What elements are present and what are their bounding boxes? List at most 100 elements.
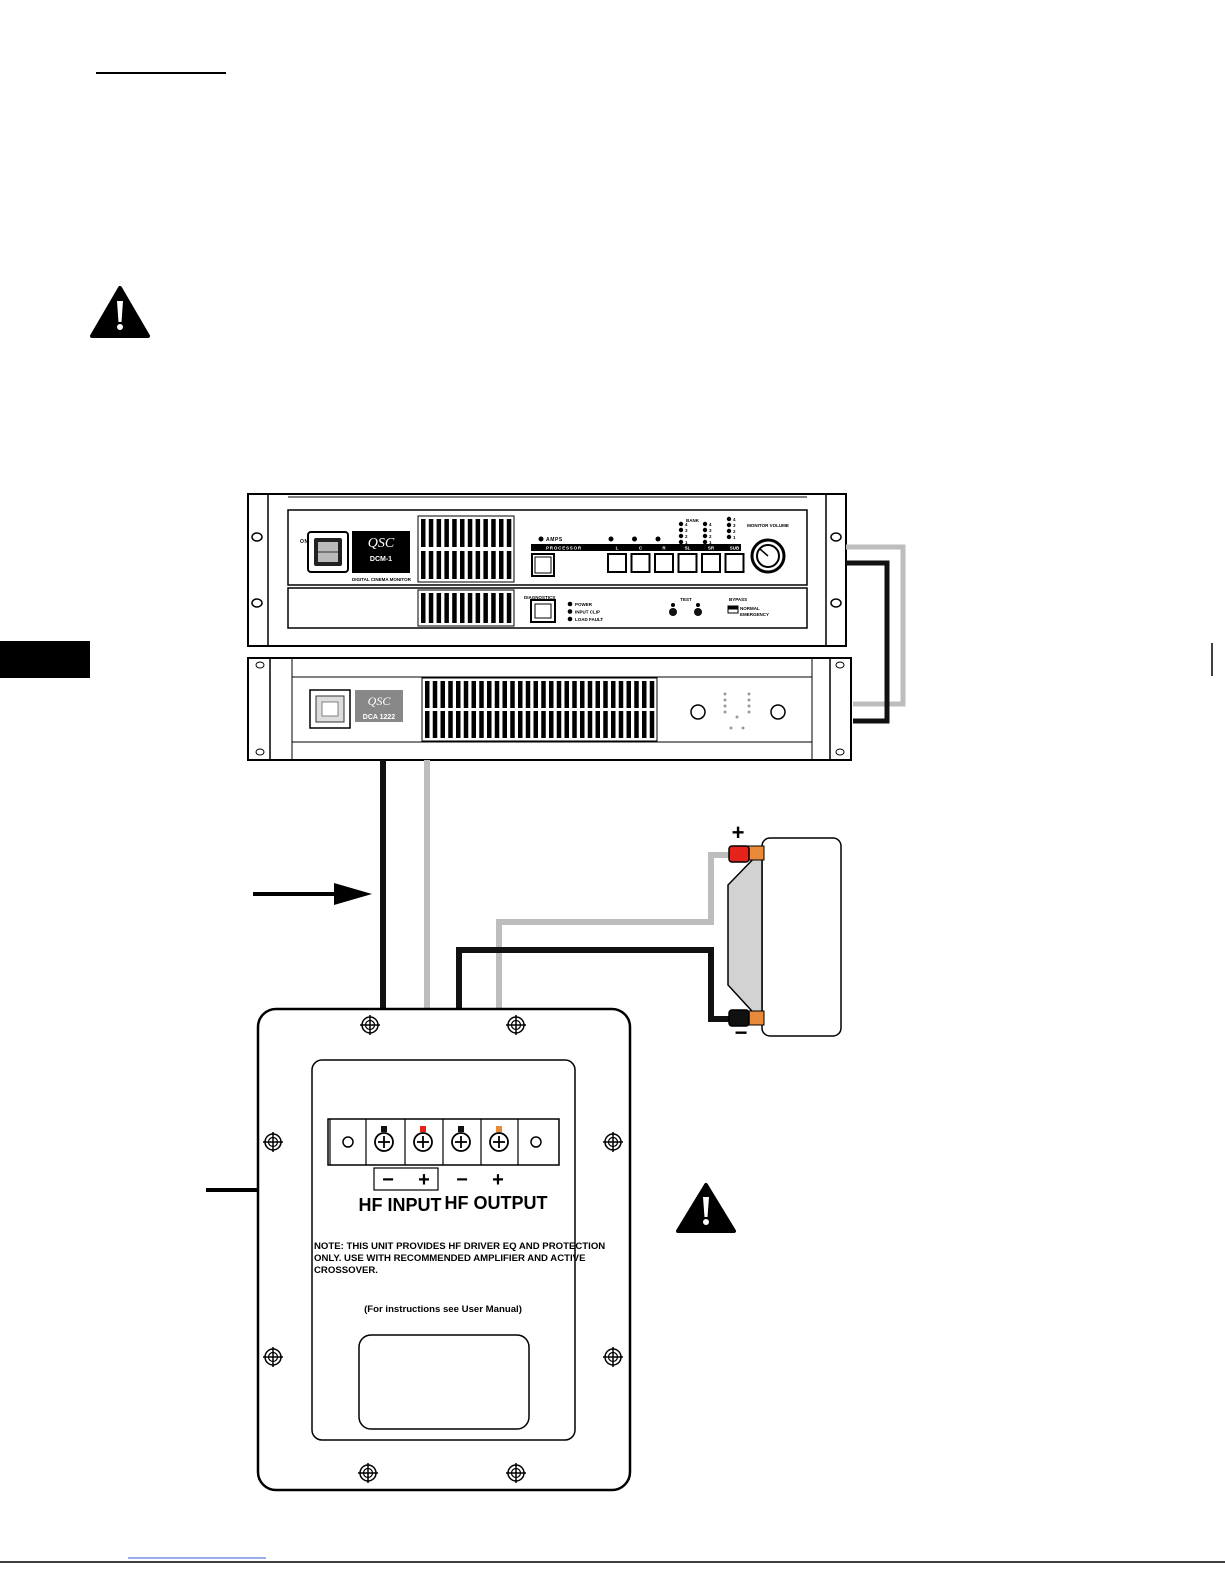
- bank-led: [726, 522, 732, 528]
- vent-slot: [448, 681, 453, 708]
- test-button-2[interactable]: [694, 608, 702, 616]
- channel-led: [608, 536, 614, 542]
- vent-slot: [595, 681, 600, 708]
- vent-slot: [564, 711, 569, 738]
- vent-slot: [456, 681, 461, 708]
- bank-led-label: 3: [685, 528, 688, 533]
- vent-slot: [421, 551, 426, 579]
- channel-button-l[interactable]: [607, 553, 627, 573]
- vent-slot: [487, 711, 492, 738]
- vent-slot: [595, 711, 600, 738]
- vent-slot: [549, 681, 554, 708]
- diag-led: [567, 601, 573, 607]
- channel-label-l: L: [616, 546, 619, 551]
- amp-knob-2[interactable]: [770, 704, 786, 720]
- vent-slot: [634, 711, 639, 738]
- instructions-text: (For instructions see User Manual): [364, 1304, 522, 1315]
- monitor-volume-label: MONITOR VOLUME: [747, 523, 789, 528]
- vent-slot: [471, 681, 476, 708]
- vent-slot: [467, 593, 473, 623]
- vent-slot: [436, 519, 442, 547]
- hf-input-label: HF INPUT: [359, 1195, 442, 1215]
- bank-led: [726, 516, 732, 522]
- amps-label: AMPS: [546, 537, 563, 543]
- vent-slot: [502, 711, 507, 738]
- channel-label-c: C: [639, 546, 643, 551]
- bank-led: [702, 539, 708, 545]
- diagnostics-label: DIAGNOSTICS: [524, 595, 555, 600]
- channel-button-c[interactable]: [630, 553, 651, 573]
- amp-led: [723, 710, 727, 714]
- vent-slot: [483, 593, 488, 623]
- vent-slot: [642, 681, 647, 708]
- hf-protection-panel: − + − + HF INPUT HF OUTPUT NOTE: THIS UN…: [256, 1007, 632, 1492]
- vent-slot: [603, 711, 608, 738]
- vent-slot: [448, 711, 453, 738]
- vent-slot: [460, 519, 465, 547]
- vent-slot: [444, 593, 449, 623]
- diag-indicator-label: POWER: [575, 602, 593, 607]
- vent-slot: [587, 681, 593, 708]
- channel-label-sr: SR: [708, 546, 715, 551]
- bank-led: [702, 527, 708, 533]
- vent-slot: [649, 681, 655, 708]
- vent-slot: [460, 551, 465, 579]
- dca-1222-amplifier: QSC DCA 1222: [247, 657, 852, 761]
- vent-slot: [580, 681, 585, 708]
- bypass-option-label: NORMAL: [740, 606, 760, 611]
- channel-label-r: R: [662, 546, 666, 551]
- power-label: ON: [300, 539, 309, 545]
- bank-led: [726, 534, 732, 540]
- input-minus-label: −: [382, 1169, 394, 1191]
- channel-button-sl[interactable]: [677, 553, 698, 573]
- bank-led: [678, 533, 684, 539]
- vent-slot: [499, 519, 504, 547]
- monitor-volume-knob[interactable]: [750, 538, 786, 574]
- vent-slot: [475, 519, 481, 547]
- channel-button-r[interactable]: [654, 553, 674, 573]
- vent-slot: [460, 593, 465, 623]
- processor-label: PROCESSOR: [546, 546, 582, 551]
- amp-led: [747, 710, 751, 714]
- hf-output-label: HF OUTPUT: [445, 1193, 548, 1213]
- driver-plus-label: +: [732, 820, 745, 845]
- bank-led-label: 4: [733, 517, 736, 522]
- vent-slot: [494, 681, 500, 708]
- grille-bottom: [417, 589, 515, 627]
- screw-icon: [506, 1015, 526, 1035]
- bank-led: [726, 528, 732, 534]
- vent-slot: [510, 681, 515, 708]
- test-label: TEST: [680, 597, 692, 602]
- hf-driver: + −: [727, 820, 842, 1045]
- vent-slot: [618, 711, 624, 738]
- vent-slot: [580, 711, 585, 738]
- vent-slot: [618, 681, 624, 708]
- vent-slot: [425, 711, 430, 738]
- amp-knob-1[interactable]: [690, 704, 706, 720]
- screw-icon: [506, 1463, 526, 1483]
- channel-label-sl: SL: [685, 546, 691, 551]
- note-line-3: CROSSOVER.: [314, 1265, 378, 1276]
- channel-button-sub[interactable]: [724, 553, 745, 573]
- channel-button-sr[interactable]: [701, 553, 721, 573]
- vent-slot: [533, 681, 538, 708]
- diag-indicator-label: INPUT CLIP: [575, 609, 600, 614]
- test-button-1[interactable]: [669, 608, 677, 616]
- amp-led: [747, 692, 751, 696]
- vent-slot: [587, 711, 593, 738]
- vent-slot: [541, 681, 546, 708]
- vent-slot: [428, 551, 434, 579]
- vent-slot: [432, 711, 438, 738]
- vent-slot: [479, 711, 484, 738]
- amp-led: [729, 726, 733, 730]
- vent-slot: [506, 519, 512, 547]
- bank-led: [678, 527, 684, 533]
- bank-led: [678, 539, 684, 545]
- screw-terminal: [480, 1119, 509, 1165]
- vent-slot: [440, 681, 445, 708]
- bank-led-label: 2: [685, 534, 688, 539]
- vent-slot: [475, 551, 481, 579]
- arrow-right-upper: [253, 883, 372, 905]
- bank-led: [702, 521, 708, 527]
- vent-slot: [525, 681, 531, 708]
